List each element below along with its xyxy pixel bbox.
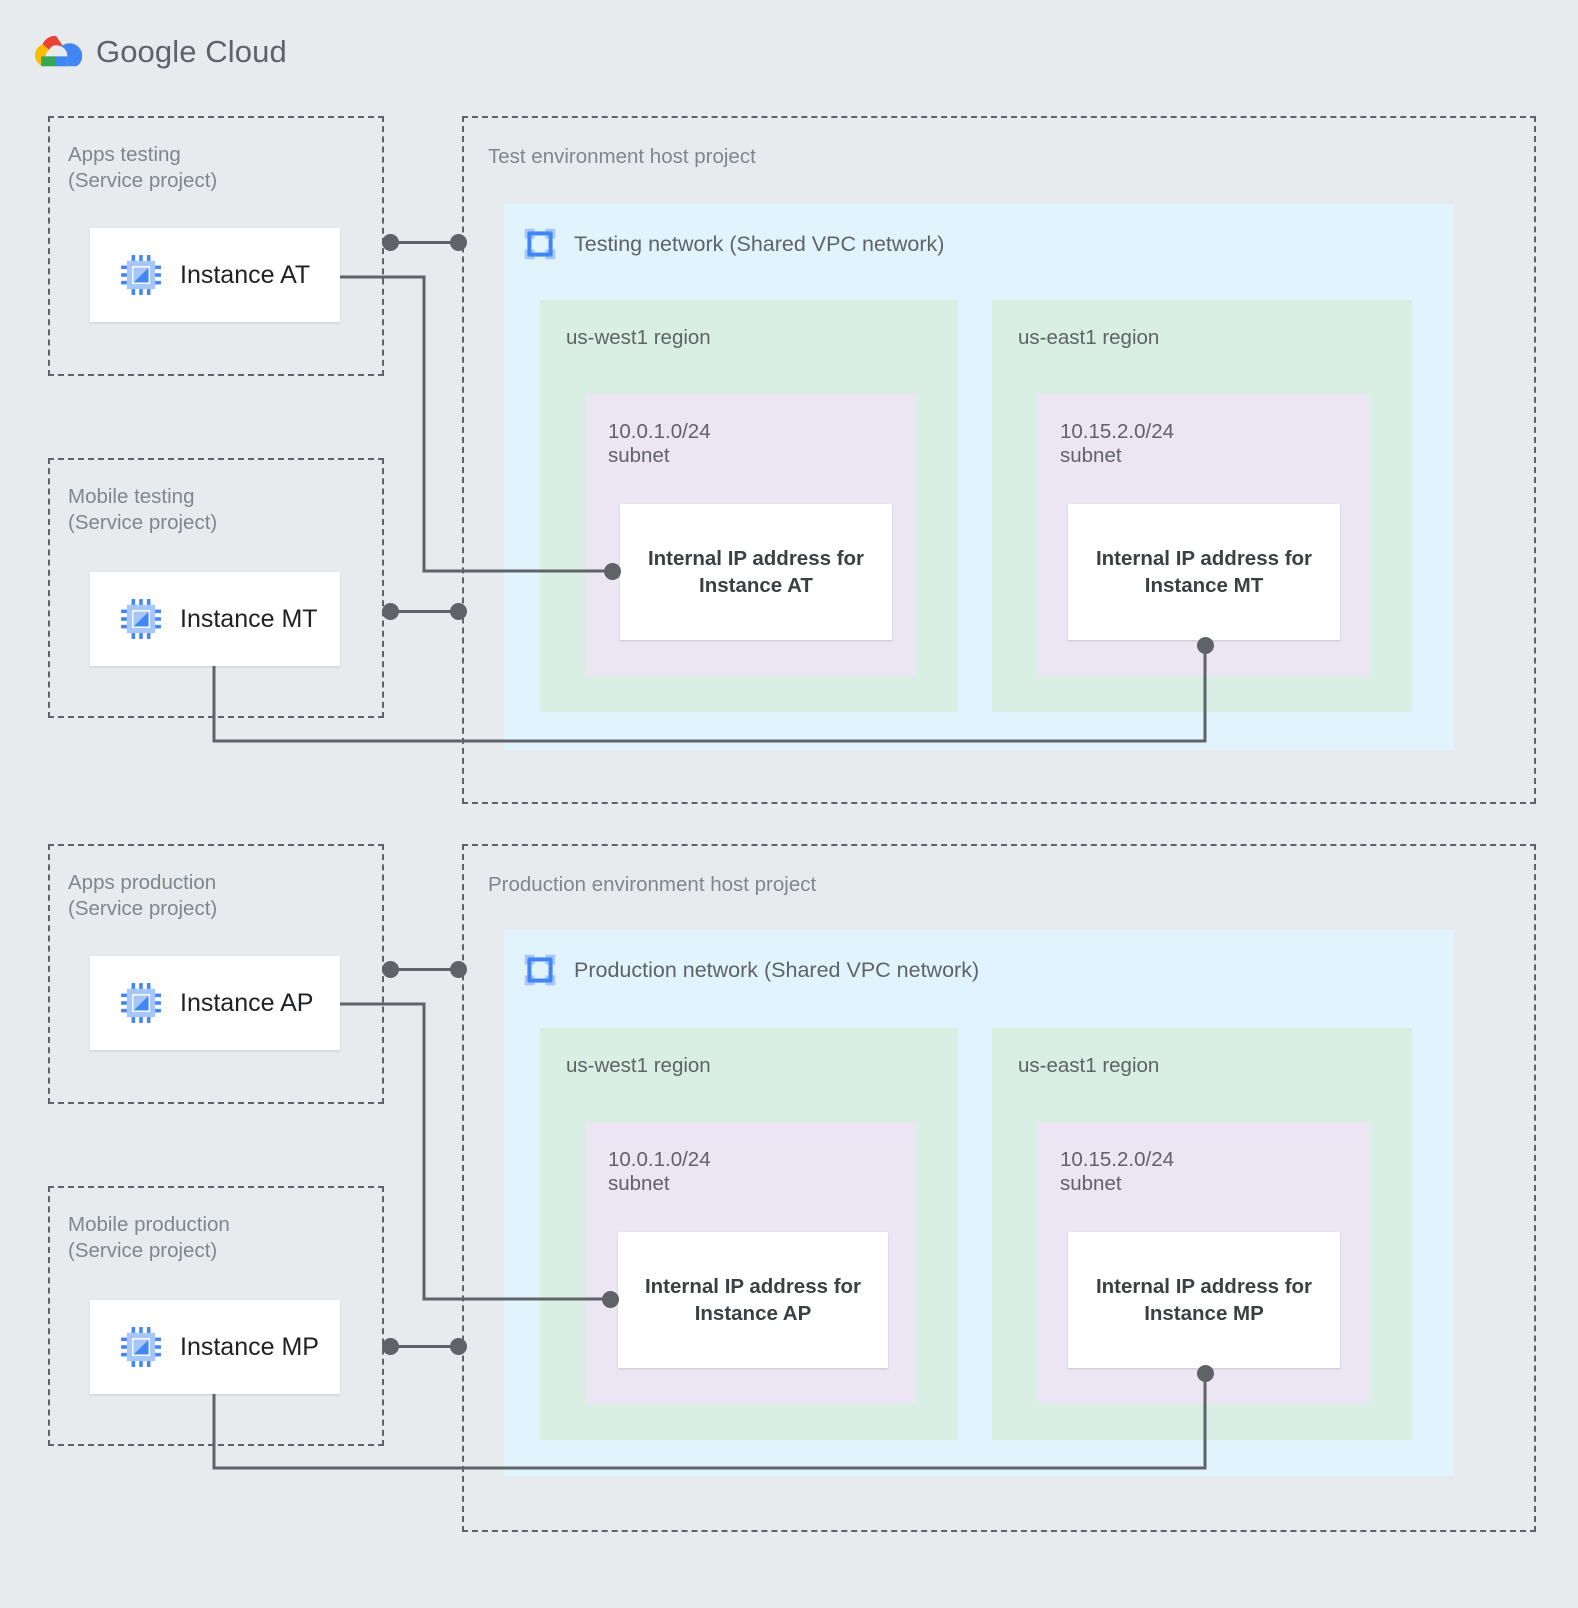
subnet-label-test-us-east1: 10.15.2.0/24 subnet xyxy=(1060,420,1174,467)
connector-dot-ip-ap xyxy=(602,1291,619,1308)
vpc-network-header-testing: Testing network (Shared VPC network) xyxy=(522,226,944,262)
instance-name-mp: Instance MP xyxy=(180,1332,319,1361)
brand-name-cloud: Cloud xyxy=(196,34,287,69)
vpc-network-title-production: Production network (Shared VPC network) xyxy=(574,957,980,982)
subnet-label-test-us-west1: 10.0.1.0/24 subnet xyxy=(608,420,711,467)
connector-mp-boundary xyxy=(390,1345,458,1348)
google-cloud-brand: Google Cloud xyxy=(30,30,287,74)
compute-instance-icon xyxy=(121,255,161,295)
ip-card-text-at: Internal IP address for Instance AT xyxy=(647,547,865,597)
connector-dot-ip-mt xyxy=(1197,637,1214,654)
service-project-apps-testing: Apps testing (Service project) xyxy=(48,116,384,376)
instance-name-ap: Instance AP xyxy=(180,988,314,1017)
instance-name-mt: Instance MT xyxy=(180,604,318,633)
region-label-test-us-east1: us-east1 region xyxy=(1018,326,1160,349)
region-label-production-us-east1: us-east1 region xyxy=(1018,1054,1160,1077)
connector-mt-boundary xyxy=(390,610,458,613)
ip-card-instance-mp: Internal IP address for Instance MP xyxy=(1068,1232,1340,1368)
service-project-label-mobile-testing: Mobile testing (Service project) xyxy=(68,485,218,534)
connector-dot-mp-right xyxy=(450,1338,467,1355)
compute-instance-icon xyxy=(121,599,161,639)
service-project-mobile-production: Mobile production (Service project) xyxy=(48,1186,384,1446)
connector-dot-mt-left xyxy=(382,603,399,620)
service-project-label-mobile-production: Mobile production (Service project) xyxy=(68,1213,230,1262)
connector-dot-ap-right xyxy=(450,961,467,978)
brand-name-google: Google xyxy=(96,34,197,69)
instance-card-mt[interactable]: Instance MT xyxy=(90,572,340,666)
instance-card-ap[interactable]: Instance AP xyxy=(90,956,340,1050)
region-label-test-us-west1: us-west1 region xyxy=(566,326,711,349)
google-cloud-logo-icon xyxy=(34,35,82,67)
subnet-label-production-us-east1: 10.15.2.0/24 subnet xyxy=(1060,1148,1174,1195)
ip-card-text-mp: Internal IP address for Instance MP xyxy=(1095,1275,1313,1325)
ip-card-instance-ap: Internal IP address for Instance AP xyxy=(618,1232,888,1368)
connector-ap-boundary xyxy=(390,968,458,971)
ip-card-instance-mt: Internal IP address for Instance MT xyxy=(1068,504,1340,640)
ip-card-text-ap: Internal IP address for Instance AP xyxy=(644,1275,862,1325)
compute-instance-icon xyxy=(121,983,161,1023)
service-project-label-apps-production: Apps production (Service project) xyxy=(68,871,218,920)
connector-dot-ip-at xyxy=(604,563,621,580)
host-project-label-production: Production environment host project xyxy=(488,873,817,896)
brand-name: Google Cloud xyxy=(96,34,287,70)
vpc-network-icon xyxy=(524,228,556,260)
connector-dot-mt-right xyxy=(450,603,467,620)
service-project-label-apps-testing: Apps testing (Service project) xyxy=(68,143,218,192)
instance-name-at: Instance AT xyxy=(180,260,311,289)
region-label-production-us-west1: us-west1 region xyxy=(566,1054,711,1077)
connector-dot-at-right xyxy=(450,234,467,251)
connector-dot-ap-left xyxy=(382,961,399,978)
instance-card-mp[interactable]: Instance MP xyxy=(90,1300,340,1394)
ip-card-instance-at: Internal IP address for Instance AT xyxy=(620,504,892,640)
host-project-label-test: Test environment host project xyxy=(488,145,756,168)
vpc-network-icon xyxy=(524,954,556,986)
connector-at-boundary xyxy=(390,241,458,244)
ip-card-text-mt: Internal IP address for Instance MT xyxy=(1095,547,1313,597)
connector-dot-at-left xyxy=(382,234,399,251)
connector-dot-mp-left xyxy=(382,1338,399,1355)
instance-card-at[interactable]: Instance AT xyxy=(90,228,340,322)
connector-dot-ip-mp xyxy=(1197,1365,1214,1382)
compute-instance-icon xyxy=(121,1327,161,1367)
vpc-network-header-production: Production network (Shared VPC network) xyxy=(522,952,979,988)
vpc-network-title-testing: Testing network (Shared VPC network) xyxy=(574,231,945,256)
service-project-apps-production: Apps production (Service project) xyxy=(48,844,384,1104)
subnet-label-production-us-west1: 10.0.1.0/24 subnet xyxy=(608,1148,711,1195)
